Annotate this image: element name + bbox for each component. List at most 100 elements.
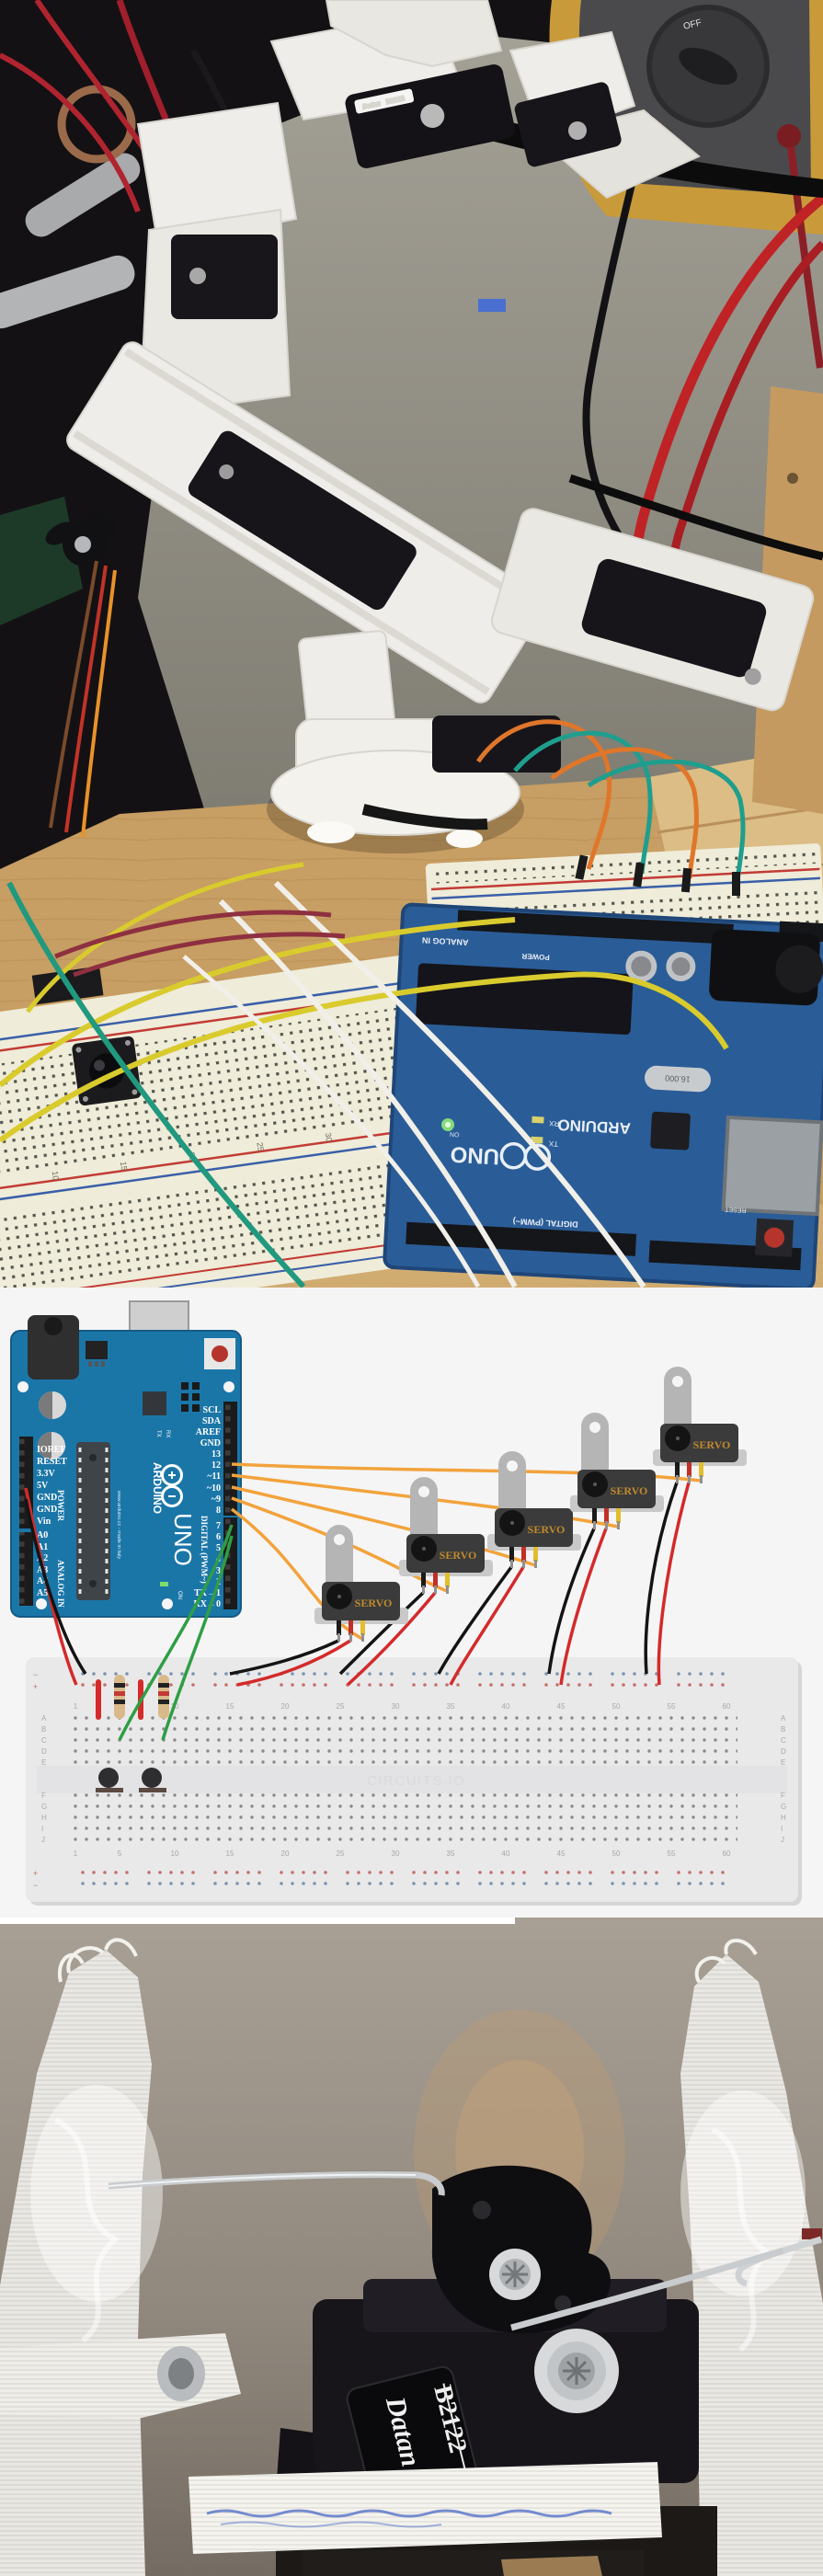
svg-text:I: I (781, 1825, 783, 1833)
side-labels: POWER ANALOG IN DIGITAL (PWM~) (56, 1490, 209, 1608)
breadboard-rail-markers: − + + − (33, 1670, 38, 1890)
green-wire-1 (118, 1524, 234, 1741)
svg-text:B: B (41, 1725, 46, 1734)
svg-text:−: − (33, 1881, 38, 1890)
svg-text:D: D (781, 1747, 786, 1756)
servo-5: SERVO (653, 1367, 747, 1483)
svg-text:A1: A1 (37, 1542, 48, 1552)
svg-text:25: 25 (337, 1849, 345, 1858)
diagram-breadboard: CIRCUITS.IO − + + − A B C D E F G H I J … (26, 1657, 802, 1906)
svg-text:TX→1: TX→1 (194, 1588, 221, 1598)
svg-text:25: 25 (337, 1702, 345, 1711)
svg-text:E: E (781, 1758, 785, 1767)
photo3-right-tower (680, 1939, 823, 2576)
photo1-usb-port (721, 1115, 823, 1217)
pushbutton-2 (139, 1768, 166, 1792)
svg-text:RX←0: RX←0 (194, 1599, 221, 1609)
ground-wire (24, 1498, 87, 1675)
servo-horn (581, 1413, 609, 1488)
svg-text:TX: TX (155, 1430, 161, 1437)
servo-3: SERVO (487, 1451, 581, 1568)
crystal-label: 16.000 (665, 1073, 691, 1083)
svg-text:45: 45 (557, 1849, 566, 1858)
servo-horn (664, 1367, 692, 1442)
breadboard-col-numbers-top: 1 5 10 15 20 25 30 35 40 45 50 55 60 (74, 1702, 731, 1711)
svg-text:Vin: Vin (37, 1517, 51, 1527)
photo3-servo: Datan B2122 (108, 2165, 785, 2576)
svg-text:1: 1 (74, 1849, 78, 1858)
multimeter-off-label: OFF (682, 17, 703, 32)
svg-text:35: 35 (447, 1849, 455, 1858)
svg-text:35: 35 (447, 1702, 455, 1711)
photo1-arduino-logo-text: ARDUINO (557, 1116, 631, 1137)
svg-text:POWER: POWER (521, 952, 550, 962)
servo-horn (410, 1477, 438, 1552)
resistor-1 (114, 1675, 125, 1719)
svg-text:C: C (781, 1736, 786, 1745)
breadboard-col-numbers-bottom: 1 5 10 15 20 25 30 35 40 45 50 55 60 (74, 1849, 731, 1858)
svg-text:TX: TX (548, 1139, 558, 1149)
svg-text:5: 5 (216, 1543, 221, 1553)
diagram-reset-button (211, 1345, 228, 1362)
photo1-jumper-wires (0, 474, 823, 1288)
svg-text:10: 10 (51, 1171, 61, 1181)
resistor-2 (158, 1675, 169, 1719)
svg-text:GND: GND (200, 1438, 221, 1448)
svg-text:40: 40 (502, 1702, 510, 1711)
multimeter-black-lead (582, 133, 647, 573)
svg-text:50: 50 (612, 1849, 621, 1858)
svg-text:40: 40 (502, 1849, 510, 1858)
svg-text:~11: ~11 (207, 1471, 221, 1482)
servo-2: SERVO (399, 1477, 493, 1594)
svg-text:H: H (781, 1814, 786, 1822)
photo3-base-beam (189, 2462, 662, 2576)
svg-text:5: 5 (118, 1849, 122, 1858)
svg-text:GND: GND (37, 1505, 57, 1515)
svg-text:A: A (781, 1714, 786, 1723)
svg-text:A4: A4 (37, 1576, 48, 1586)
svg-text:GND: GND (37, 1493, 57, 1503)
svg-text:IOREF: IOREF (37, 1445, 66, 1455)
right-pin-labels: SCL SDA AREF GND 13 12 ~11 ~10 ~9 8 7 6 … (194, 1405, 222, 1609)
svg-text:1: 1 (74, 1702, 78, 1711)
svg-text:F: F (41, 1792, 46, 1800)
servo-label: SERVO (611, 1484, 648, 1497)
diagram-servos: SERVO SERVO SERVO (314, 1367, 747, 1642)
svg-text:15: 15 (119, 1161, 129, 1171)
svg-text:12: 12 (211, 1460, 221, 1471)
photo1-thumb-knob (45, 509, 118, 587)
svg-text:G: G (781, 1803, 786, 1811)
breadboard-watermark: CIRCUITS.IO (367, 1773, 465, 1789)
svg-text:60: 60 (723, 1849, 731, 1858)
svg-text:SCL: SCL (203, 1405, 222, 1415)
servo-4: SERVO (570, 1413, 664, 1529)
svg-text:DIGITAL (PWM~): DIGITAL (PWM~) (512, 1217, 577, 1230)
svg-text:ARDUINO: ARDUINO (151, 1462, 164, 1514)
svg-text:20: 20 (281, 1849, 290, 1858)
svg-text:15: 15 (226, 1849, 234, 1858)
svg-text:50: 50 (612, 1702, 621, 1711)
svg-text:I: I (41, 1825, 43, 1833)
icsp-header (181, 1382, 200, 1412)
svg-text:POWER: POWER (56, 1490, 65, 1522)
svg-text:30: 30 (392, 1849, 400, 1858)
svg-text:45: 45 (557, 1702, 566, 1711)
photo1-usb-cable (386, 87, 823, 198)
diagram-arduino: SCL SDA AREF GND 13 12 ~11 ~10 ~9 8 7 6 … (10, 1300, 242, 1618)
svg-text:F: F (781, 1792, 785, 1800)
servo-horn (498, 1451, 526, 1527)
servo-label: SERVO (528, 1523, 566, 1536)
svg-text:RESET: RESET (724, 1206, 746, 1213)
svg-text:3.3V: 3.3V (37, 1469, 56, 1479)
photo1-arduino: 16.000 RESET RX TX ON ARDUINO UNO ANALOG… (383, 902, 823, 1288)
svg-text:30: 30 (324, 1132, 334, 1142)
svg-text:5V: 5V (37, 1481, 49, 1491)
svg-text:ON: ON (450, 1130, 460, 1138)
svg-text:7: 7 (216, 1521, 221, 1531)
svg-text:C: C (41, 1736, 47, 1745)
photo3-servo-horn (431, 2165, 611, 2334)
red-jumper-1 (96, 1679, 101, 1720)
svg-text:J: J (41, 1836, 45, 1844)
photo-servo-closeup: Datan B2122 (0, 1918, 823, 2576)
svg-text:10: 10 (171, 1849, 179, 1858)
